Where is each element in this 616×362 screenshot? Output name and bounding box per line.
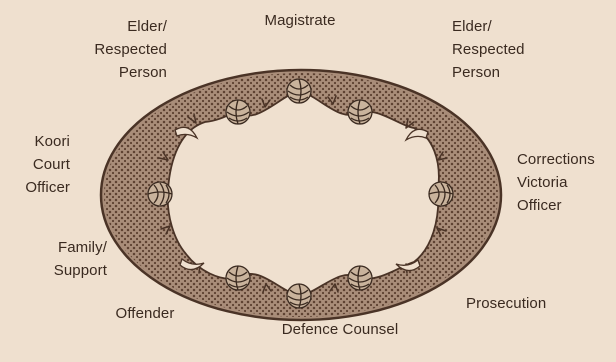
seat-koori-court-officer: Koori Court Officer	[10, 130, 70, 199]
seat-family-support: Family/ Support	[30, 236, 107, 282]
seat-elder-left: Elder/ Respected Person	[70, 15, 167, 84]
seat-defence-counsel: Defence Counsel	[255, 318, 425, 341]
seat-magistrate: Magistrate	[255, 9, 345, 32]
seat-elder-right: Elder/ Respected Person	[452, 15, 552, 84]
seat-offender: Offender	[110, 302, 180, 325]
seat-corrections-victoria-officer: Corrections Victoria Officer	[517, 148, 616, 217]
seat-prosecution: Prosecution	[466, 292, 576, 315]
